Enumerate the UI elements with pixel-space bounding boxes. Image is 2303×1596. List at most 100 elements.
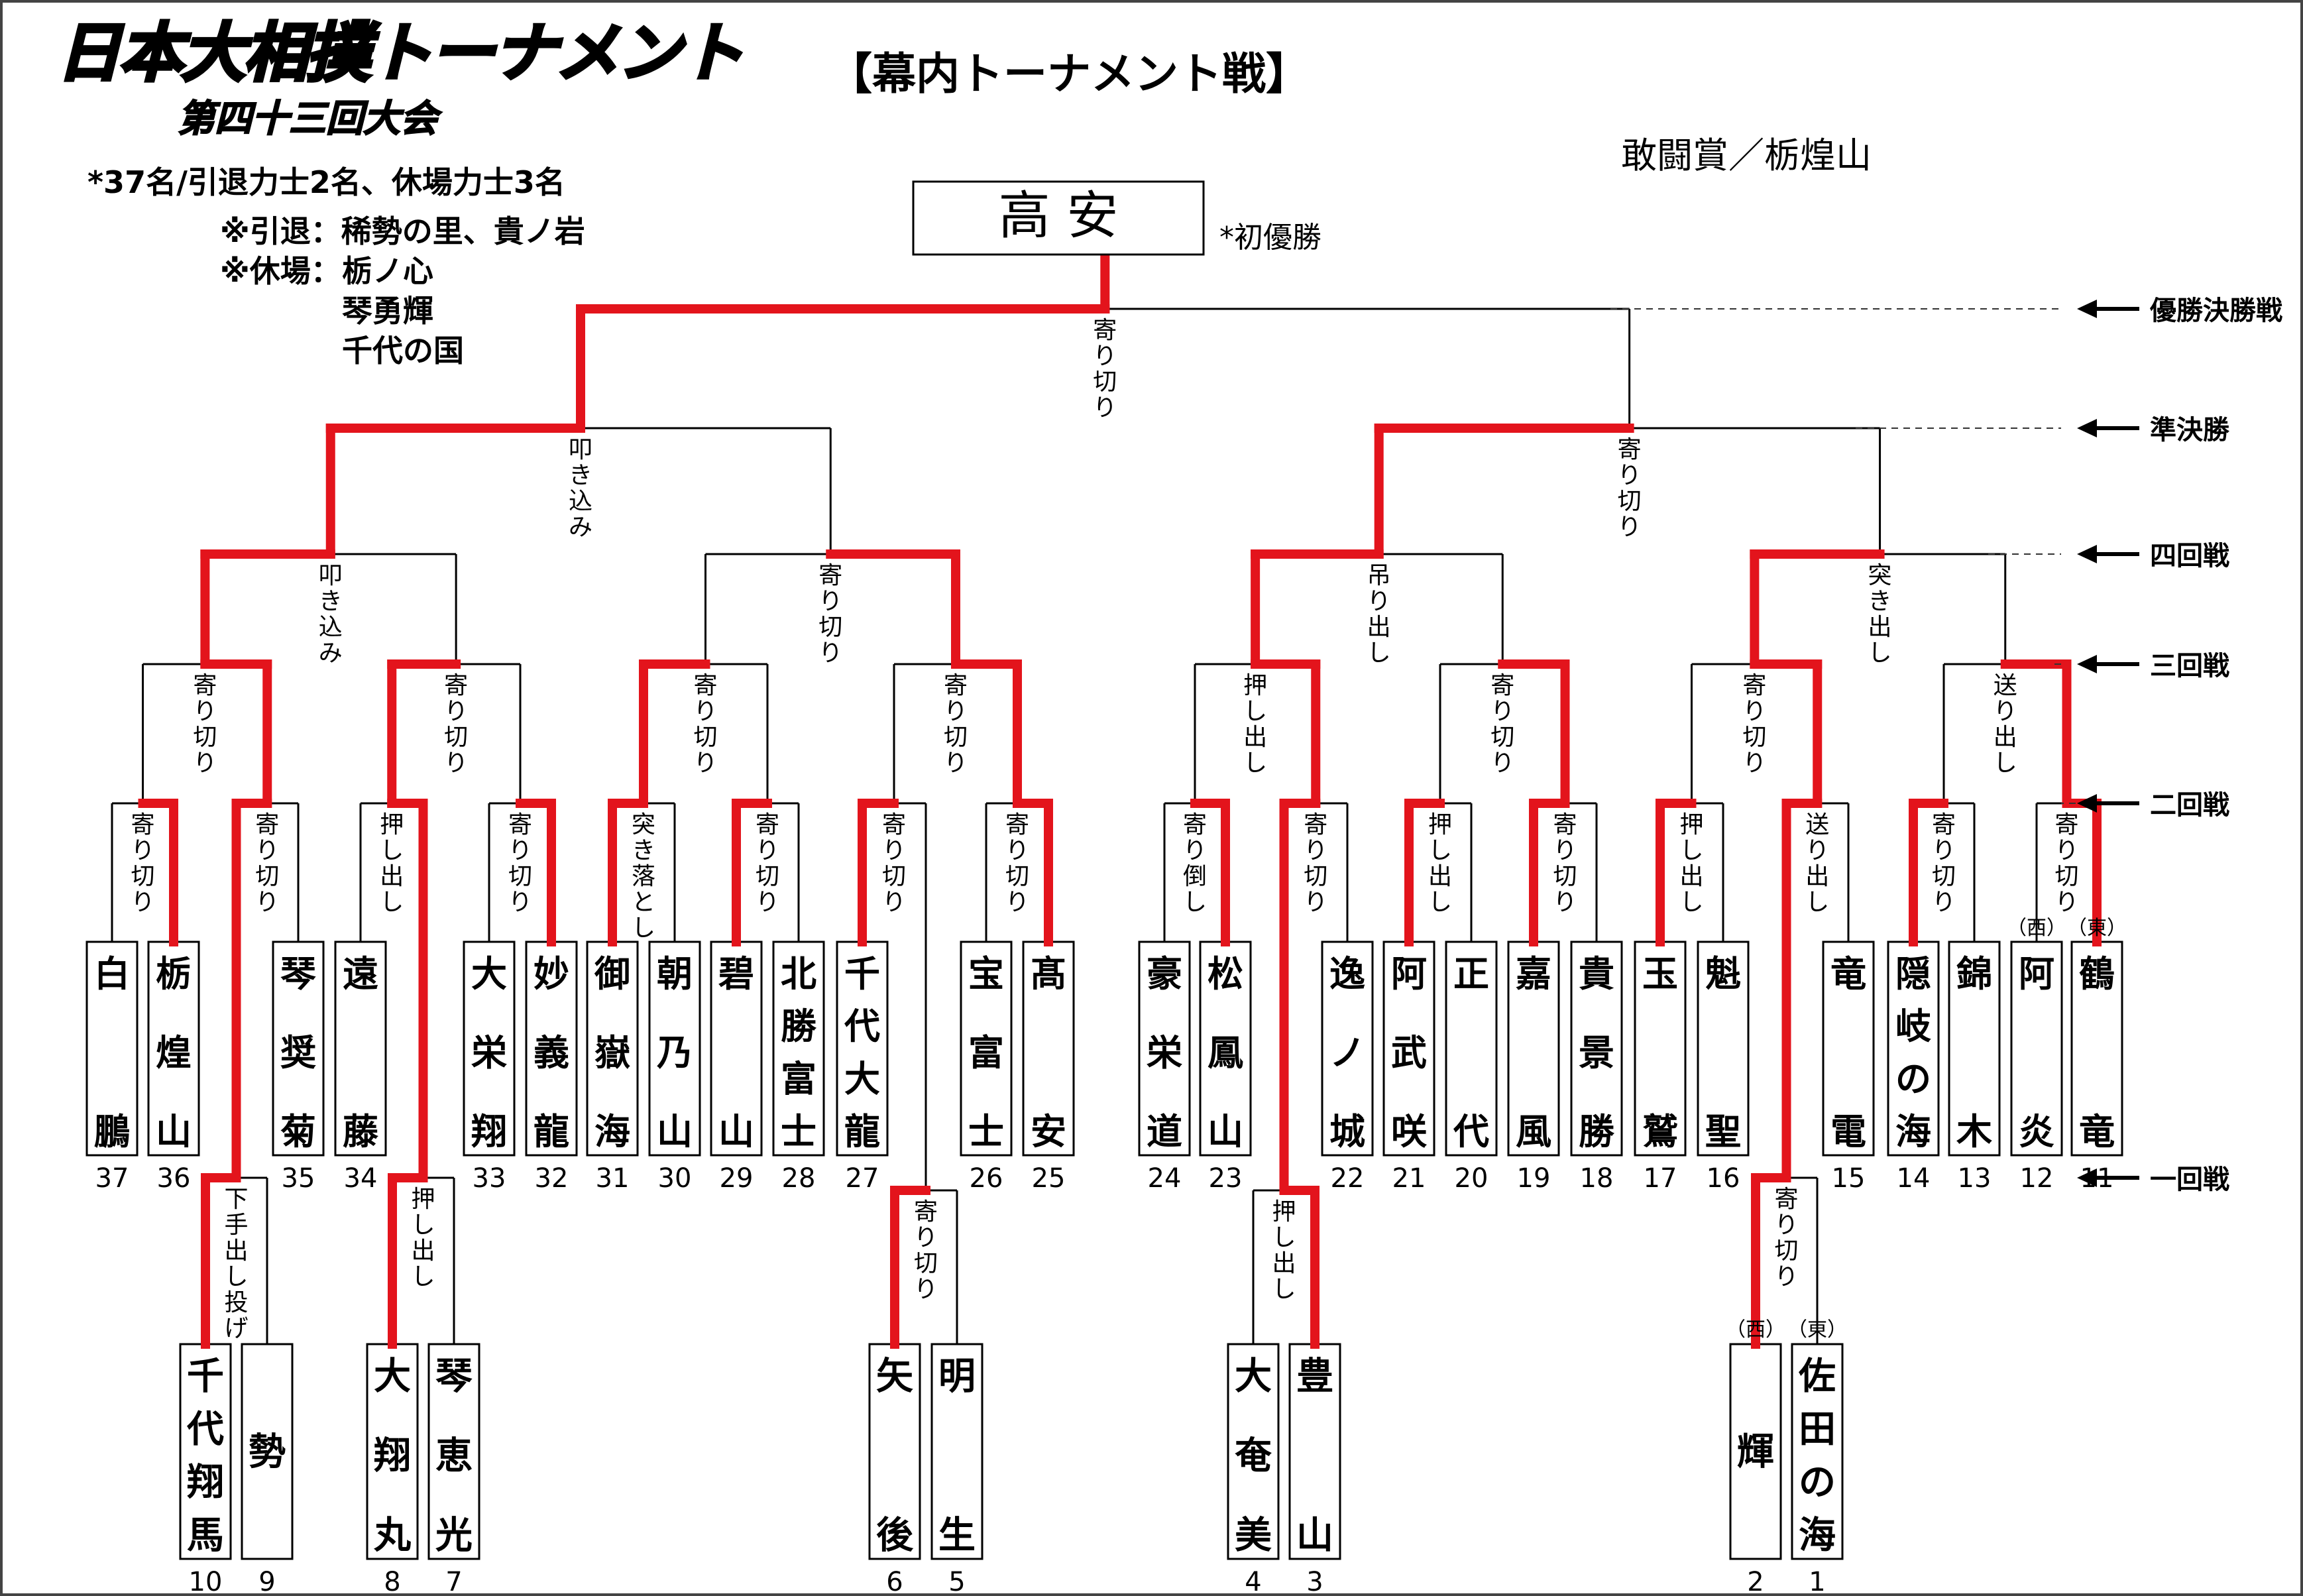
wrestler-name: 奄 [1235,1435,1272,1478]
wrestler-name: 阿 [2019,953,2054,995]
kimarite-label: り [882,889,906,916]
wrestler-name: 武 [1391,1032,1427,1074]
wrestler-box [1948,940,2001,1157]
wrestler-name: 大 [374,1355,411,1398]
kimarite-label: 切 [1932,863,1956,890]
kimarite-label: し [1679,889,1703,916]
wrestler-number: 4 [1245,1567,1261,1596]
champion-note: *初優勝 [1219,221,1321,255]
wrestler-name: 栄 [1147,1032,1182,1074]
kimarite-label: り [914,1276,938,1303]
kimarite-label: 切 [444,724,468,751]
kimarite-label: り [508,837,532,864]
kimarite-label: り [131,837,154,864]
kimarite-label: 切 [1093,369,1117,396]
round-label: 四回戦 [2150,541,2229,571]
kimarite-label: 切 [756,863,779,890]
kimarite-label: り [1618,514,1642,541]
wrestler-name: 恵 [435,1435,473,1478]
wrestler-number: 1 [1809,1567,1825,1596]
kimarite-label: 出 [1679,863,1703,890]
wrestler-name: 千 [844,953,880,995]
kimarite-label: り [131,889,154,916]
wrestler-number: 15 [1832,1163,1866,1194]
champion-box [912,180,1205,256]
kimarite-label: 押 [1243,672,1267,699]
wrestler-name: 豪 [1147,953,1182,995]
wrestler-number: 36 [157,1163,191,1194]
wrestler-name: 竜 [1830,953,1866,995]
round-arrow-icon [2077,1168,2097,1187]
kimarite-label: 出 [1994,724,2017,751]
wrestler-box [463,940,516,1157]
round-label: 優勝決勝戦 [2149,296,2282,326]
kimarite-label: 寄 [914,1198,938,1226]
kimarite-label: り [1183,837,1207,864]
wrestler-name: 魁 [1705,953,1741,995]
round-label: 一回戦 [2150,1165,2229,1195]
wrestler-name: 遠 [343,953,378,995]
wrestler-number: 2 [1747,1567,1764,1596]
kimarite-label: り [944,698,968,725]
kimarite-label: り [1005,889,1029,916]
kimarite-label: 切 [944,724,968,751]
wrestler-name: 聖 [1705,1111,1741,1153]
entry-note: *37名/引退力士2名、休場力士3名 [87,164,565,200]
wrestler-name: 琴 [435,1355,473,1398]
wrestler-name: 鳳 [1208,1032,1243,1074]
wrestler-box [85,940,139,1157]
wrestler-number: 23 [1209,1163,1243,1194]
kimarite-label: り [693,698,717,725]
wrestler-number: 34 [344,1163,378,1194]
wrestler-name: 光 [435,1514,473,1558]
logo-title: 日本大相撲トーナメント [56,16,746,90]
wrestler-name: 山 [1296,1514,1333,1558]
kimarite-label: り [1304,837,1327,864]
wrestler-number: 37 [95,1163,129,1194]
wrestler-name: 電 [1830,1111,1866,1153]
page-title: 【幕内トーナメント戦】 [828,48,1310,99]
kimarite-label: 切 [1304,863,1327,890]
kimarite-label: り [2054,889,2078,916]
kimarite-label: り [1774,1263,1798,1290]
kimarite-label: と [632,889,655,916]
wrestler-name: 奨 [280,1032,316,1074]
kimarite-label: り [1005,837,1029,864]
kimarite-label: 押 [411,1186,435,1213]
wrestler-name: 炎 [2019,1111,2054,1153]
round-arrow-icon [2077,300,2097,318]
retired-note: ※引退：稀勢の里、貴ノ岩 [220,213,585,249]
wrestler-number: 3 [1306,1567,1323,1596]
kimarite-label: り [444,750,468,777]
kimarite-label: げ [224,1315,248,1342]
kimarite-label: 下 [224,1186,248,1213]
wrestler-name: 妙 [534,953,569,995]
wrestler-number: 19 [1517,1163,1551,1194]
wrestler-name: 錦 [1956,953,1992,995]
wrestler-name: 翔 [187,1461,224,1505]
kimarite-label: り [1774,1212,1798,1239]
kimarite-label: し [1428,837,1452,864]
kimarite-label: り [193,750,217,777]
wrestler-name: 乃 [657,1032,693,1074]
kimarite-label: り [193,698,217,725]
wrestler-name: の [1799,1461,1836,1505]
kimarite-label: り [1932,889,1956,916]
wrestler-name: 代 [186,1408,224,1452]
west-side-label: （西） [2007,917,2066,940]
kimarite-label: 切 [255,863,279,890]
kimarite-label: 切 [508,863,532,890]
kimarite-label: り [1994,698,2017,725]
wrestler-box [1382,940,1435,1157]
wrestler-name: 城 [1329,1111,1365,1153]
wrestler-number: 32 [535,1163,569,1194]
wrestler-name: 田 [1799,1408,1836,1452]
wrestler-name: 馬 [187,1514,224,1558]
kimarite-label: り [882,837,906,864]
wrestler-name: 翔 [471,1111,507,1153]
kimarite-label: し [632,915,655,942]
wrestler-name: 代 [1453,1111,1489,1153]
kimarite-label: 込 [569,488,592,515]
